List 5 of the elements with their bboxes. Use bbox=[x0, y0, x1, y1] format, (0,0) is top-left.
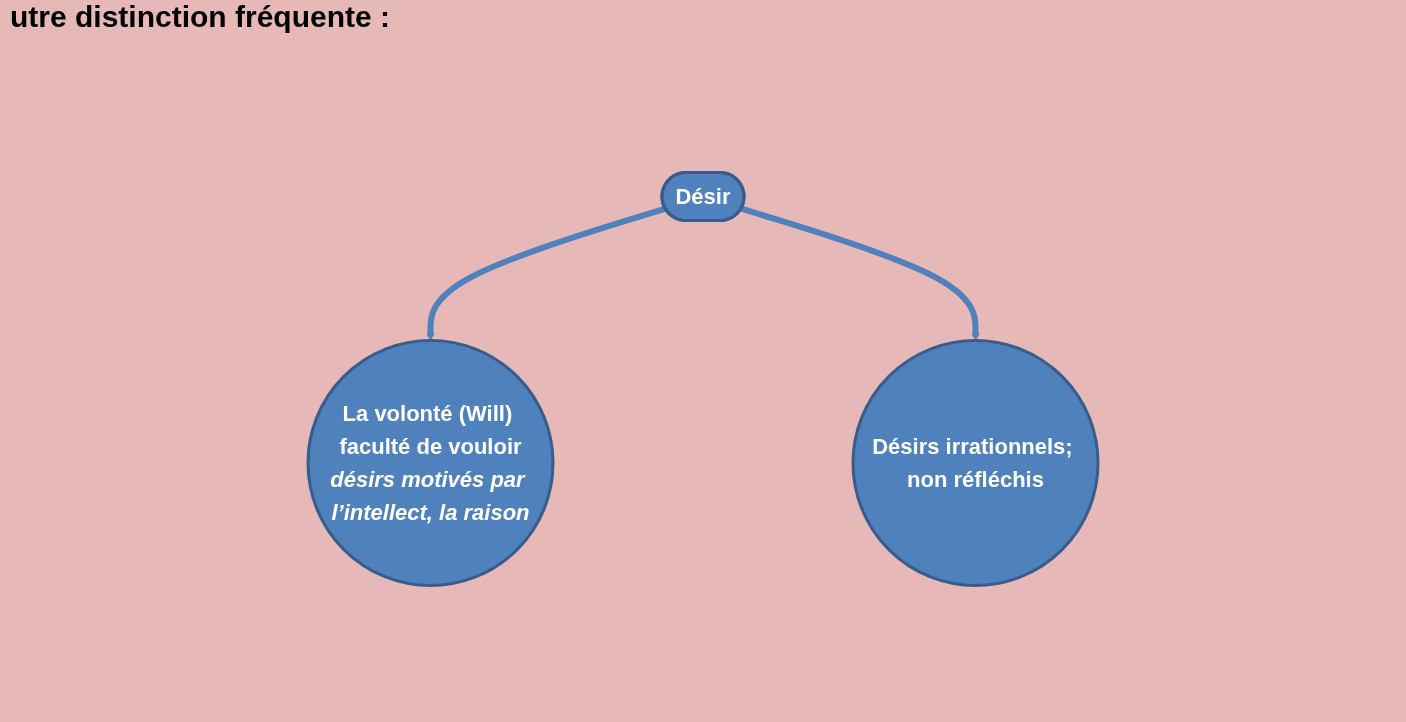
node-circle: Désirs irrationnels; non réfléchis bbox=[851, 339, 1100, 587]
arrow bbox=[426, 205, 667, 341]
arrow bbox=[740, 205, 980, 341]
node-circle: La volonté (Will) faculté de vouloir désirs motivés par l’intellect, la raison bbox=[306, 339, 555, 587]
title: utre distinction fréquente : bbox=[10, 0, 390, 34]
